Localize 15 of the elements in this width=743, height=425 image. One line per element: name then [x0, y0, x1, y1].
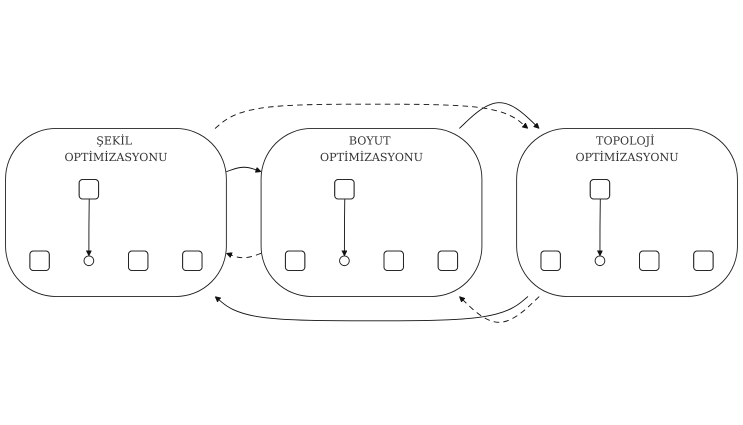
- cluster: BOYUT OPTİMİZASYONU: [260, 128, 482, 297]
- arrow: [214, 296, 528, 322]
- node-circle: [84, 255, 94, 266]
- node-circle: [594, 255, 606, 266]
- arrow: [226, 166, 262, 173]
- arrow: [214, 104, 528, 129]
- arrow: [458, 102, 540, 129]
- arrow: [226, 252, 262, 258]
- arrow: [459, 296, 540, 323]
- cluster: ŞEKİL OPTİMİZASYONU: [5, 128, 227, 297]
- arrow: [596, 198, 603, 256]
- arrow: [86, 198, 92, 256]
- node-circle: [339, 255, 350, 266]
- arrow: [341, 198, 348, 256]
- cluster: TOPOLOJİ OPTİMİZASYONU: [516, 128, 738, 297]
